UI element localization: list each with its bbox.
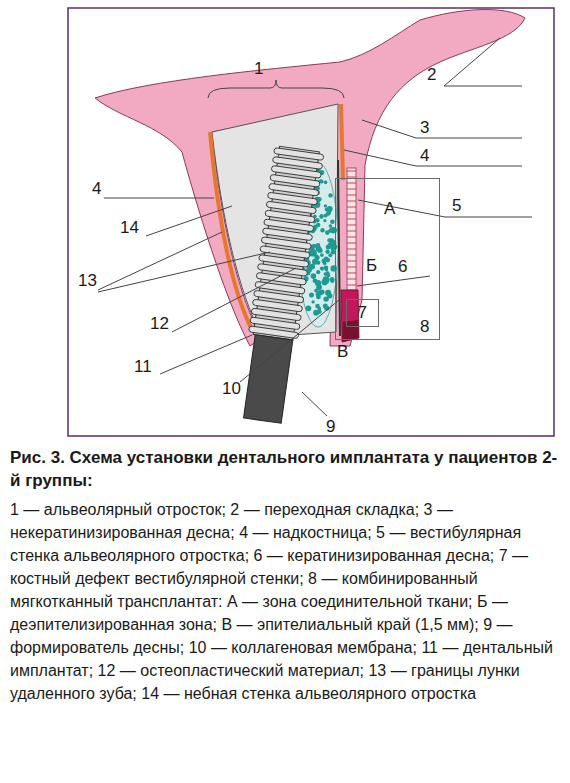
collagen-membrane	[338, 160, 340, 336]
callout-number: 10	[222, 380, 241, 398]
leader-line	[344, 150, 522, 166]
graft-particle	[324, 204, 327, 207]
leader-line	[362, 120, 522, 138]
graft-particle	[316, 223, 320, 227]
epithelial-edge	[342, 320, 359, 342]
callout-number: 8	[420, 318, 429, 336]
leader-line	[172, 268, 296, 332]
dental-implant	[237, 146, 325, 424]
callout-number: 1	[254, 60, 263, 78]
graft-particle	[316, 243, 321, 248]
callout-number: 11	[134, 358, 152, 376]
graft-particle	[323, 262, 327, 266]
leader-line	[357, 276, 430, 286]
bracket	[208, 80, 344, 98]
graft-particle	[320, 266, 324, 270]
graft-particle	[319, 214, 323, 218]
graft-particle	[318, 310, 322, 314]
callout-number: 5	[452, 197, 461, 215]
graft-particle	[314, 255, 319, 260]
graft-particle	[318, 291, 321, 294]
callout-letter: А	[384, 200, 395, 218]
graft-particle	[311, 300, 314, 303]
graft-particle	[311, 273, 317, 279]
leader-line	[358, 200, 532, 217]
leader-line	[146, 206, 232, 236]
implant-illustration	[0, 0, 570, 440]
figure-frame	[68, 8, 554, 436]
graft-particle	[315, 304, 320, 309]
graft-particle	[309, 293, 314, 298]
callout-number: 3	[420, 119, 429, 137]
leader-line	[104, 198, 214, 199]
periosteum-palatal	[210, 132, 252, 330]
graft-particle	[322, 279, 328, 285]
callout-letter: Б	[366, 257, 377, 275]
callout-number: 4	[420, 147, 429, 165]
callout-number: 12	[150, 315, 169, 333]
leader-line	[444, 38, 522, 86]
implant-threads	[249, 148, 324, 339]
leader-line	[240, 300, 339, 382]
figure-title: Рис. 3. Схема установки дентального импл…	[10, 446, 560, 492]
soft-tissue-graft	[341, 290, 359, 342]
graft-particle	[315, 255, 318, 258]
graft-particle	[312, 244, 316, 248]
graft-particle	[325, 268, 328, 271]
graft-particle	[325, 290, 331, 296]
graft-particle	[328, 193, 332, 197]
graft-particle	[330, 279, 334, 283]
graft-particle	[326, 273, 330, 277]
callout-number: 2	[427, 66, 436, 84]
graft-particle	[329, 224, 333, 228]
callout-number: 6	[398, 258, 407, 276]
graft-particle	[316, 260, 320, 264]
callout-number: 4	[92, 180, 101, 198]
graft-particle	[315, 218, 320, 223]
graft-particle	[325, 250, 329, 254]
leader-line	[160, 335, 252, 374]
figure-caption: 1 — альвеолярный отросток; 2 — переходна…	[10, 498, 560, 705]
graft-particle	[324, 256, 329, 261]
graft-particle	[320, 228, 324, 232]
graft-particle	[316, 270, 320, 274]
graft-particle	[327, 206, 333, 212]
graft-particle	[306, 305, 312, 311]
gum-tissue	[95, 10, 525, 346]
graft-particle	[320, 253, 324, 257]
leader-line	[302, 392, 327, 416]
callout-number: 13	[78, 272, 97, 290]
graft-particle	[330, 219, 335, 224]
leader-line	[98, 232, 222, 290]
callout-number: 14	[120, 219, 139, 237]
graft-particle	[330, 277, 335, 282]
graft-particle	[324, 181, 328, 185]
graft-particle	[315, 280, 321, 286]
defect-box: 7	[346, 299, 379, 327]
callout-number: 9	[326, 418, 335, 436]
leader-lines	[98, 38, 532, 416]
periosteum-vestibular	[341, 104, 343, 180]
graft-particle	[323, 304, 328, 309]
leader-line	[98, 252, 270, 292]
callout-letter: В	[337, 343, 348, 361]
healing-abutment	[244, 335, 293, 423]
callout-number: 7	[357, 304, 366, 322]
graft-particle	[321, 267, 324, 270]
graft-particle	[314, 289, 318, 293]
graft-particle	[324, 213, 328, 217]
graft-particle	[323, 219, 326, 222]
vestibular-wall	[347, 168, 356, 290]
